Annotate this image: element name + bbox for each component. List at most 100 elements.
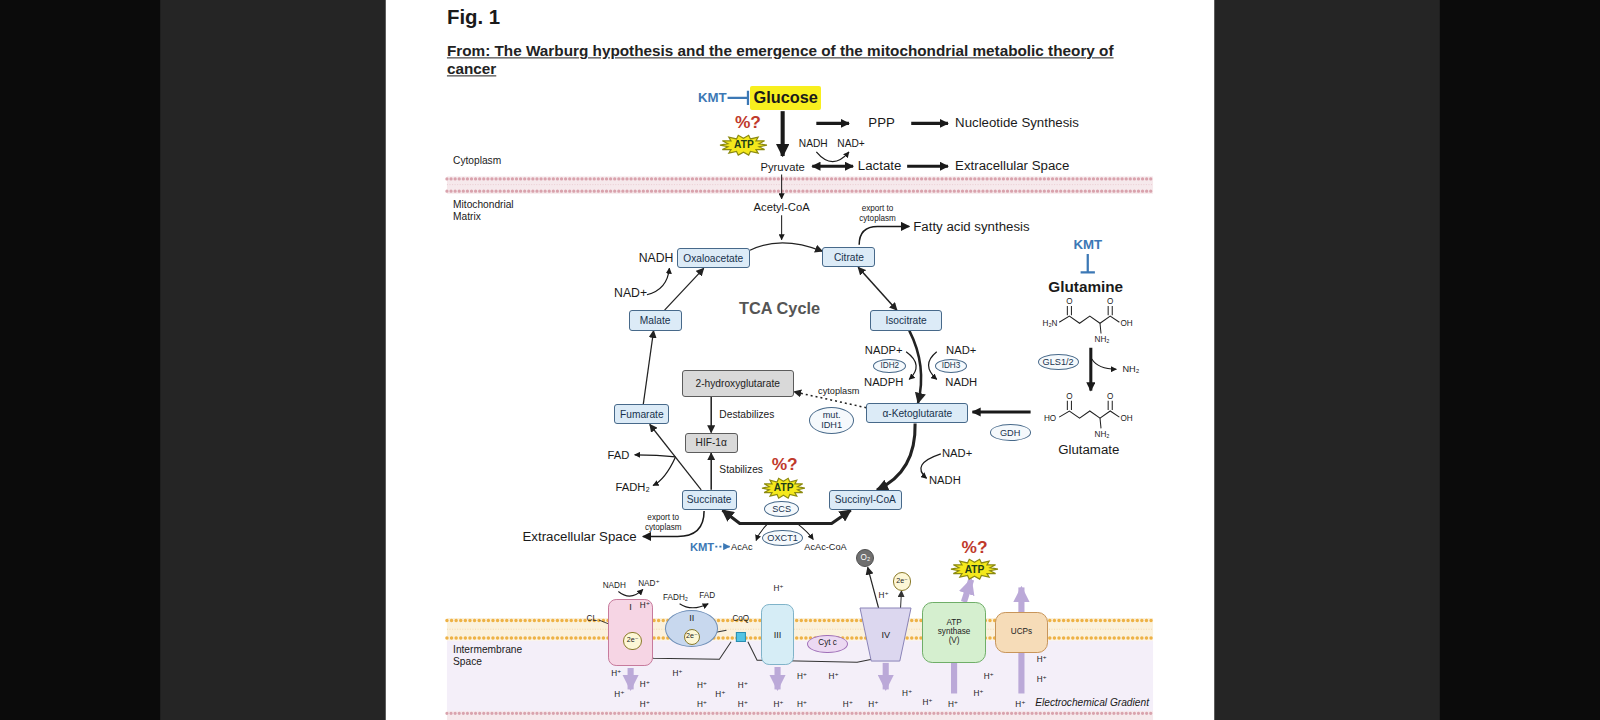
node-text: 2e⁻ — [627, 637, 639, 645]
connector — [710, 397, 712, 433]
art-shape — [628, 668, 634, 689]
art-shape — [635, 455, 676, 457]
annotation-label: Acetyl-CoA — [754, 201, 810, 214]
annotation-label: Cytoplasm — [453, 155, 501, 167]
node-text: Oxaloacetate — [683, 253, 743, 264]
art-shape — [447, 640, 1153, 711]
annotation-label: H⁺ — [640, 680, 650, 689]
connector — [643, 331, 653, 405]
art-shape — [647, 268, 669, 295]
metabolite-box: Malate — [629, 310, 682, 330]
annotation-label: TCA Cycle — [739, 299, 820, 318]
annotation-label: Fatty acid synthesis — [913, 219, 1029, 234]
molecule-circle: 2e⁻ — [893, 572, 911, 590]
complex-shape: II2e⁻ — [665, 610, 718, 647]
pathway-arrows — [599, 111, 1116, 624]
art-shape — [781, 215, 782, 239]
proton-arrows — [631, 587, 1022, 693]
annotation-label: FADH₂ — [663, 593, 688, 602]
node-text: SCS — [772, 504, 791, 514]
connector — [750, 243, 822, 251]
art-shape — [715, 546, 729, 548]
molecule-circle: 2e⁻ — [623, 632, 641, 650]
annotation-label: FADH₂ — [616, 480, 650, 493]
art-shape — [859, 226, 909, 244]
node-text: Succinate — [687, 494, 732, 505]
node-text: III — [774, 630, 782, 640]
art-shape — [160, 0, 386, 720]
node-text: α-Ketoglutarate — [882, 408, 952, 419]
node-text: ATP — [774, 482, 794, 493]
complex-outline — [860, 608, 911, 661]
annotation-label: H⁺ — [879, 591, 889, 600]
annotation-label: Extracellular Space — [523, 529, 637, 544]
node-text: ATP — [734, 139, 754, 150]
annotation-label: %? — [735, 114, 761, 134]
art-shape — [447, 176, 1153, 193]
node-text: UCPs — [1011, 628, 1032, 637]
annotation-label: H⁺ — [922, 698, 932, 707]
annotation-label: AcAc — [731, 542, 752, 553]
art-shape — [447, 190, 1153, 193]
art-shape — [951, 663, 957, 694]
annotation-label: H⁺ — [829, 672, 839, 681]
metabolite-box: Isocitrate — [870, 310, 941, 330]
node-text: Citrate — [834, 252, 864, 263]
annotation-label: H⁺ — [738, 681, 748, 690]
annotation-label: %? — [961, 538, 987, 558]
node-text: 2-hydroxyglutarate — [696, 378, 780, 389]
art-shape — [972, 410, 1030, 413]
node-text: Malate — [640, 315, 671, 326]
enzyme-oval: GDH — [990, 424, 1031, 440]
annotation-label: NH₂ — [1122, 364, 1139, 375]
annotation-label: OH — [1120, 320, 1132, 329]
annotation-label: KMT — [1073, 237, 1102, 252]
edge-label: cytoplasm — [817, 386, 860, 397]
complex-shape: Cyt c — [807, 635, 848, 653]
annotation-label: H⁺ — [715, 690, 725, 699]
annotation-label: NADH — [639, 251, 674, 265]
annotation-label: OH — [1120, 415, 1132, 424]
annotation-label: H⁺ — [902, 689, 912, 698]
complex-shape: UCPs — [995, 612, 1048, 653]
node-text: I — [629, 602, 632, 612]
art-shape — [1214, 0, 1440, 720]
art-shape — [447, 184, 1153, 185]
annotation-label: H⁺ — [773, 700, 783, 709]
annotation-label: AcAc-CoA — [804, 542, 846, 553]
node-text: ATP synthase (V) — [934, 619, 975, 646]
annotation-label: NADH — [945, 375, 977, 388]
connector — [665, 268, 704, 310]
annotation-label: H⁺ — [973, 689, 983, 698]
art-shape — [728, 91, 748, 105]
connector — [964, 580, 971, 602]
node-text: Cyt c — [818, 639, 837, 648]
annotation-label: Glutamine — [1048, 278, 1123, 296]
art-shape — [386, 0, 1215, 720]
node-text: GDH — [1000, 428, 1020, 438]
annotation-label: Glutamate — [1058, 442, 1119, 457]
burst-shape — [720, 135, 767, 155]
connector — [868, 567, 879, 608]
annotation-label: H⁺ — [1037, 656, 1047, 665]
metabolite-box: 2-hydroxyglutarate — [682, 370, 794, 397]
annotation-label: H⁺ — [868, 700, 878, 709]
annotation-label: H⁺ — [1015, 700, 1025, 709]
annotation-label: Intermembrane Space — [453, 644, 545, 667]
annotation-label: H⁺ — [843, 700, 853, 709]
annotation-label: KMT — [690, 540, 714, 553]
art-shape — [1059, 316, 1119, 323]
metabolite-box: Succinyl-CoA — [829, 490, 902, 510]
node-text: Glucose — [754, 89, 818, 107]
art-shape — [1059, 411, 1119, 418]
art-shape — [1067, 401, 1112, 429]
node-text: Fumarate — [620, 409, 664, 420]
annotation-label: NAD+ — [942, 447, 972, 460]
node-text: Succinyl-CoA — [835, 494, 896, 505]
complex-shape: IV — [860, 608, 911, 661]
annotation-label: H⁺ — [697, 681, 707, 690]
node-text: HIF-1α — [696, 437, 727, 448]
